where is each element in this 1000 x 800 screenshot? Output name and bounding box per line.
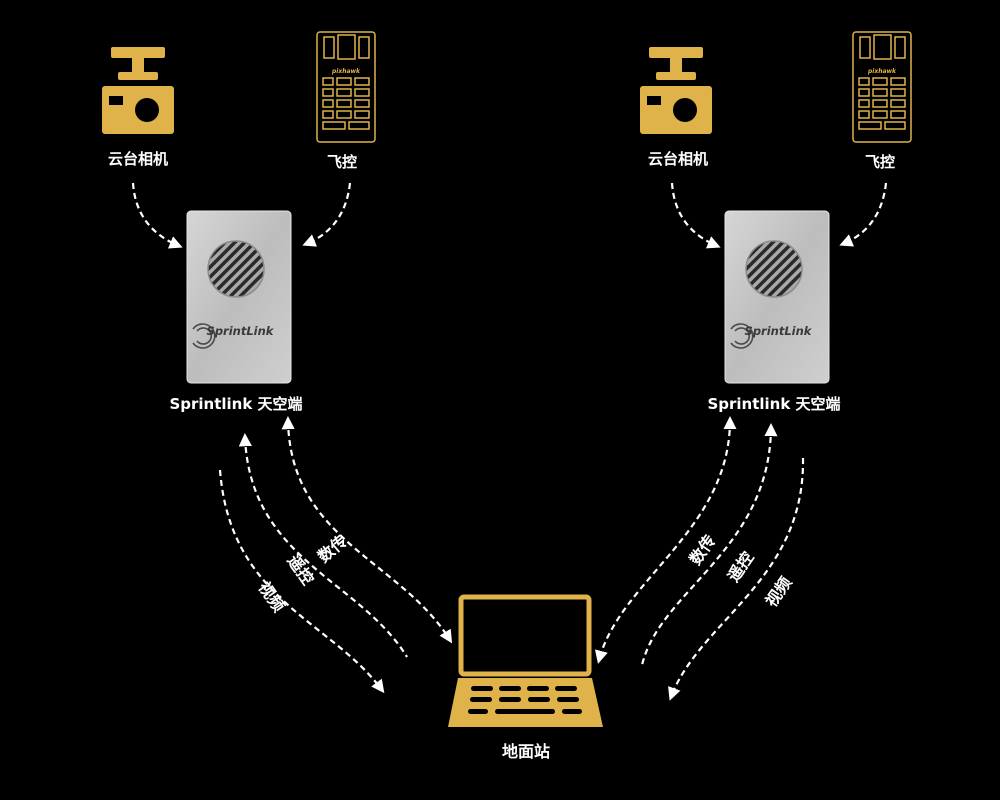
rc-link-label-right: 遥控 xyxy=(724,548,758,585)
gimbal-camera-label: 云台相机 xyxy=(108,150,168,168)
data-link-label-left: 数传 xyxy=(314,531,351,566)
data-link-arrow-left xyxy=(281,416,453,644)
data-link-arrow-right xyxy=(594,416,737,664)
right-system: 云台相机 飞控 SprintLink Sprintlink 天空端 数传 遥控 … xyxy=(594,31,912,701)
module-logo-text: SprintLink xyxy=(745,324,813,338)
flight-controller-label: 飞控 xyxy=(865,153,895,171)
flight-controller-icon xyxy=(316,31,376,143)
gimbal-camera-icon xyxy=(640,47,712,134)
fc-to-module-arrow xyxy=(839,182,888,247)
flight-controller-icon xyxy=(852,31,912,143)
rc-link-label-left: 遥控 xyxy=(284,551,318,588)
video-link-arrow-right xyxy=(668,457,805,701)
camera-to-module-arrow xyxy=(670,182,721,249)
module-logo-text: SprintLink xyxy=(207,324,275,338)
flight-controller-label: 飞控 xyxy=(327,153,357,171)
ground-station: 地面站 xyxy=(448,594,603,761)
video-link-label-left: 视频 xyxy=(255,578,289,615)
sky-end-label: Sprintlink 天空端 xyxy=(707,395,840,413)
sprintlink-module-image xyxy=(186,210,292,384)
video-link-label-right: 视频 xyxy=(762,573,796,610)
left-system: 云台相机 飞控 SprintLink Sprintlink 天空端 视频 遥控 … xyxy=(102,31,453,694)
gimbal-camera-icon xyxy=(102,47,174,134)
gimbal-camera-label: 云台相机 xyxy=(648,150,708,168)
fc-to-module-arrow xyxy=(302,182,352,247)
rc-link-arrow-right xyxy=(640,423,778,666)
ground-station-label: 地面站 xyxy=(502,742,550,761)
laptop-icon xyxy=(448,594,603,727)
sky-end-label: Sprintlink 天空端 xyxy=(169,395,302,413)
camera-to-module-arrow xyxy=(131,182,183,249)
sprintlink-module-image xyxy=(724,210,830,384)
rc-link-arrow-left xyxy=(238,433,408,658)
